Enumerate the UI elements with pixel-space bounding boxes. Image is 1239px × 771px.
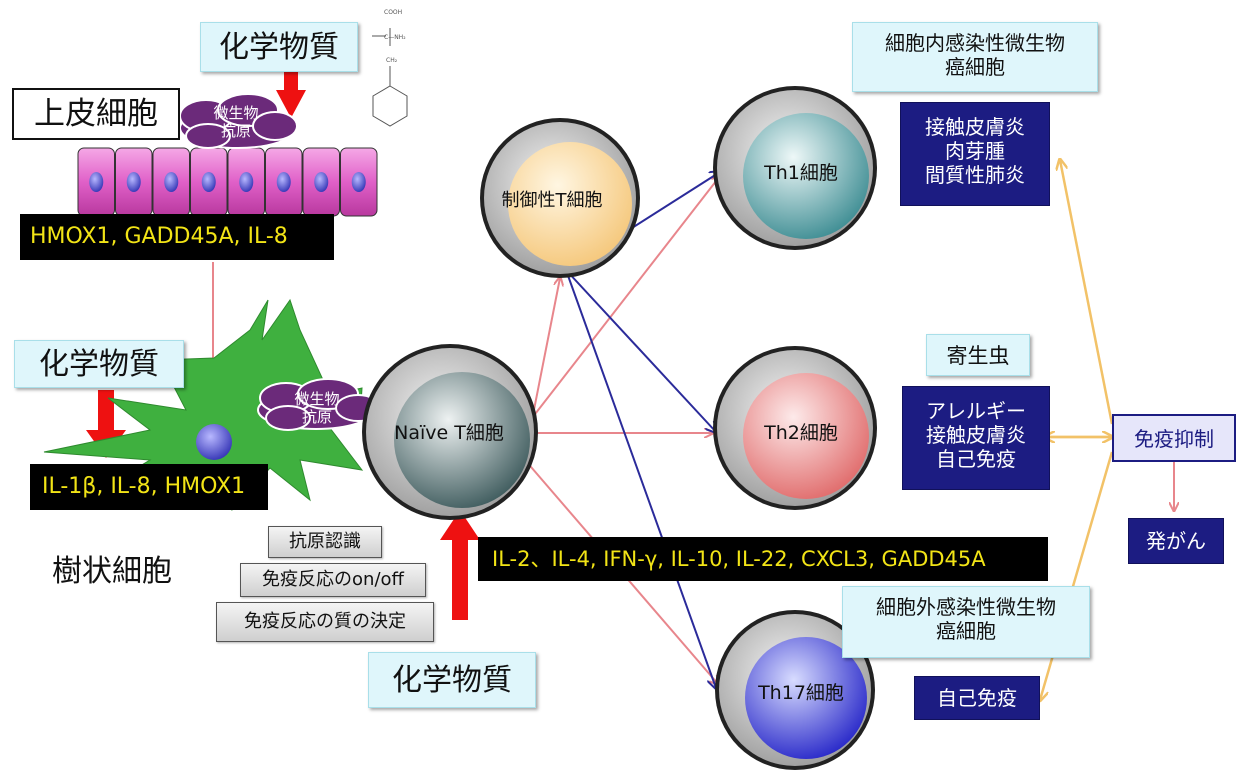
dendritic-role-2: 免疫反応のon/off: [240, 563, 426, 597]
epithelial-nucleus: [351, 172, 366, 192]
arrow-suppression-to-th17-disease: [1040, 451, 1114, 700]
arrow-naive-to-treg: [529, 278, 560, 431]
immunosuppression-box: 免疫抑制: [1112, 414, 1236, 462]
th1-cell: [713, 86, 877, 250]
arrow-naive-to-th1: [531, 176, 720, 419]
dendritic-genes: IL-1β, IL-8, HMOX1: [30, 464, 268, 510]
th1-target: 細胞内感染性微生物 癌細胞: [852, 22, 1098, 92]
th1-diseases: 接触皮膚炎 肉芽腫 間質性肺炎: [900, 102, 1050, 206]
chemical-label-bottom: 化学物質: [368, 652, 536, 708]
dendritic-microbe-label: 微生物 抗原: [294, 390, 340, 426]
th2-diseases: アレルギー 接触皮膚炎 自己免疫: [902, 386, 1050, 490]
dendritic-title: 樹状細胞: [52, 554, 172, 589]
th2-cell-label: Th2細胞: [764, 422, 838, 444]
arrow-suppression-to-th1-disease: [1060, 160, 1114, 425]
th17-cell: [715, 610, 875, 770]
th17-target: 細胞外感染性微生物 癌細胞: [842, 586, 1090, 658]
red-arrow-bottom: [440, 510, 480, 620]
epithelial-nucleus: [164, 172, 179, 192]
red-arrow-top: [276, 68, 306, 118]
arrow-treg-to-th17: [565, 269, 716, 688]
th1-cell-label: Th1細胞: [764, 162, 838, 184]
th2-target: 寄生虫: [926, 334, 1030, 376]
microbe-cloud-dendritic: [257, 378, 381, 431]
th2-cell: [713, 346, 877, 510]
dendritic-role-1: 抗原認識: [268, 526, 382, 558]
epithelial-nucleus: [239, 172, 254, 192]
epithelial-nucleus: [201, 172, 216, 192]
epithelial-title: 上皮細胞: [12, 88, 180, 140]
carcinogenesis-box: 発がん: [1128, 518, 1224, 564]
th17-diseases: 自己免疫: [914, 676, 1040, 720]
naive-t-cell-label: Naïve T細胞: [394, 422, 504, 444]
orange-arrows: [1040, 160, 1112, 700]
treg-cell-label: 制御性T細胞: [501, 190, 603, 211]
dendritic-nucleus: [196, 424, 232, 460]
epithelial-cell-layer: [77, 147, 378, 217]
chemical-label-left: 化学物質: [14, 340, 184, 388]
svg-text:CH₂: CH₂: [386, 57, 398, 64]
epithelial-nucleus: [276, 172, 291, 192]
chemical-label-top: 化学物質: [200, 22, 358, 72]
naive-t-cell: [362, 344, 538, 520]
svg-text:C—NH₂: C—NH₂: [384, 34, 406, 41]
cytokine-list: IL-2、IL-4, IFN-γ, IL-10, IL-22, CXCL3, G…: [478, 537, 1048, 581]
epithelial-nucleus: [126, 172, 141, 192]
epithelial-genes: HMOX1, GADD45A, IL-8: [20, 214, 334, 260]
chemical-structure-icon: COOH C—NH₂ CH₂: [372, 9, 408, 127]
dendritic-role-3: 免疫反応の質の決定: [216, 602, 434, 642]
microbe-cloud-epithelial: [179, 93, 298, 149]
epithelial-microbe-label: 微生物 抗原: [213, 104, 259, 140]
epithelial-nucleus: [89, 172, 104, 192]
svg-text:COOH: COOH: [384, 9, 402, 16]
treg-cell: [480, 118, 640, 278]
arrow-treg-to-th2: [565, 269, 716, 432]
th17-cell-label: Th17細胞: [758, 682, 844, 704]
dendritic-cell: [43, 298, 364, 512]
epithelial-nucleus: [314, 172, 329, 192]
